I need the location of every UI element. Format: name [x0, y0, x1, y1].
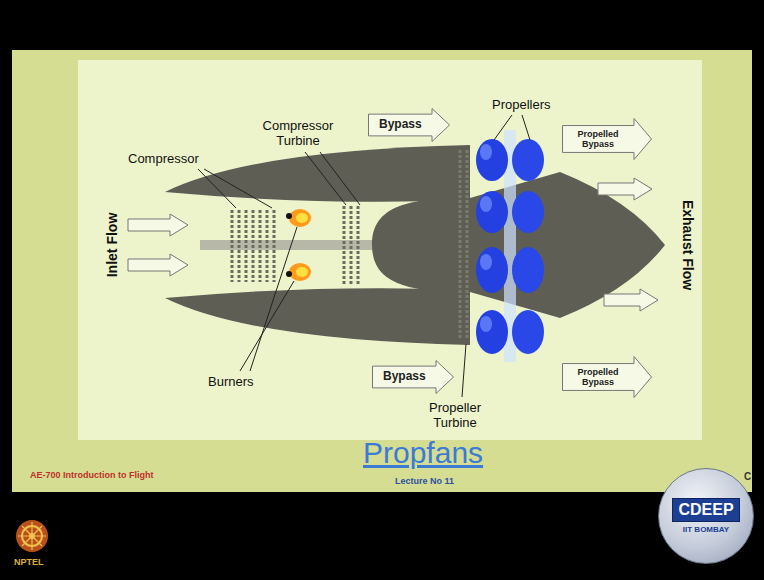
- arrow-shape: [563, 357, 652, 398]
- copyright-mark: C: [744, 470, 751, 483]
- logo-word: CDEEP: [672, 498, 739, 522]
- leader-lines: [198, 115, 530, 397]
- bypass-arrow: Bypass: [372, 360, 454, 394]
- part-label: Burners: [208, 374, 254, 389]
- arrow-shape: [373, 361, 454, 394]
- propeller-turbine-blades: [460, 150, 467, 340]
- bypass-arrow: Bypass: [368, 108, 450, 142]
- inlet-arrow: [128, 214, 188, 236]
- arrow-text: Bypass: [379, 118, 422, 132]
- bypass-arrow: Propelled Bypass: [562, 118, 652, 160]
- propeller-blades: [476, 139, 544, 354]
- compressor-turbine-blades: [344, 206, 358, 286]
- part-label: Propellers: [492, 97, 551, 112]
- logo-subtext: IIT BOMBAY: [683, 524, 729, 535]
- arrow-shape: [563, 119, 652, 160]
- burner-flame: [286, 263, 311, 281]
- bypass-arrow: Propelled Bypass: [562, 356, 652, 398]
- exhaust-arrow: [598, 178, 652, 200]
- burner-flame: [286, 209, 311, 227]
- arrow-text: Bypass: [383, 370, 426, 384]
- nptel-emblem: [16, 520, 48, 552]
- flow-label: Inlet Flow: [103, 213, 121, 278]
- part-label: Propeller Turbine: [410, 400, 500, 430]
- lower-nacelle: [165, 288, 470, 345]
- nptel-logo-text: NPTEL: [14, 557, 44, 568]
- flow-label: Exhaust Flow: [679, 200, 697, 290]
- part-label: Compressor: [128, 151, 199, 166]
- slide-ground: [12, 50, 752, 492]
- slide-panel: [78, 60, 702, 440]
- arrow-text: Propelled Bypass: [569, 367, 627, 388]
- inlet-arrow: [128, 254, 188, 276]
- logo-circle: CDEEP IIT BOMBAY: [658, 468, 754, 564]
- arrow-text: Propelled Bypass: [569, 129, 627, 150]
- course-footer: AE-700 Introduction to Flight: [30, 470, 154, 481]
- arrow-shape: [369, 109, 450, 142]
- exhaust-arrow: [604, 289, 658, 311]
- core-body: [372, 172, 665, 318]
- lecture-footer: Lecture No 11: [395, 476, 454, 487]
- part-label: Compressor Turbine: [256, 118, 340, 148]
- compressor-blades: [232, 210, 274, 282]
- slide-title: Propfans: [363, 436, 483, 470]
